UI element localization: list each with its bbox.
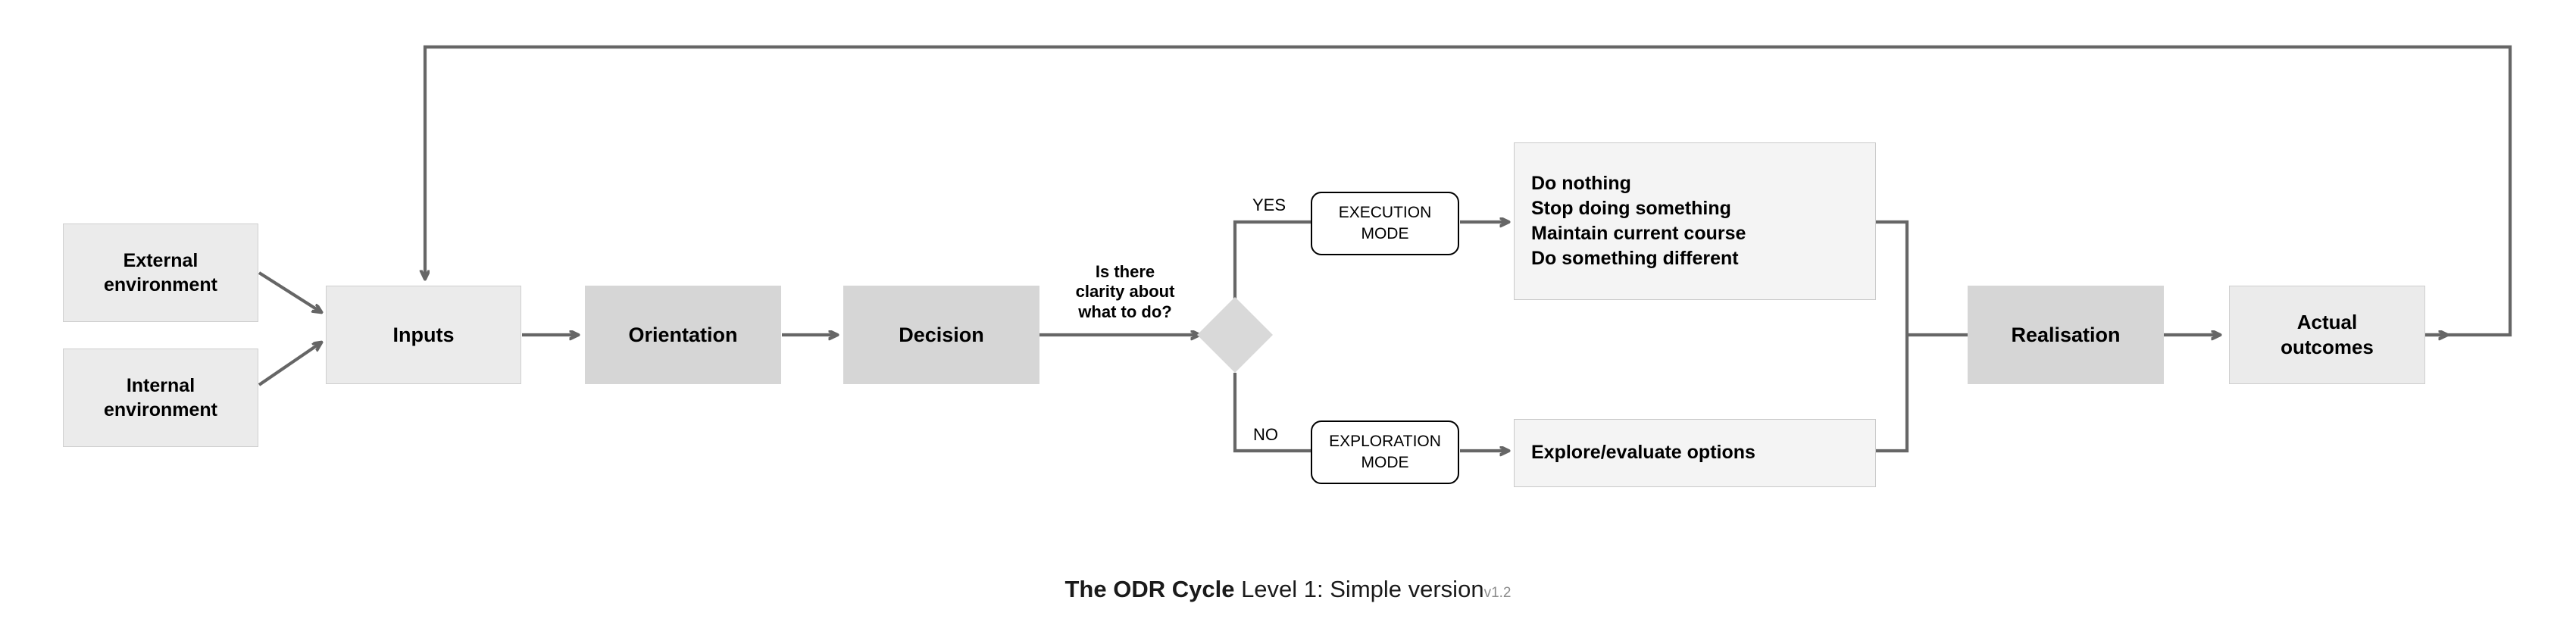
- edge-yes-branch: [1233, 220, 1311, 299]
- diagram-caption: The ODR Cycle Level 1: Simple versionv1.…: [0, 576, 2576, 603]
- node-external-environment: External environment: [63, 224, 258, 322]
- internal-environment-line1: Internal: [126, 375, 195, 396]
- execution-option-item: Do nothing: [1531, 172, 1631, 194]
- clarity-question-line1: Is there: [1095, 262, 1155, 281]
- yes-branch-label: YES: [1252, 195, 1286, 215]
- external-environment-line1: External: [123, 250, 199, 271]
- execution-mode-line2: MODE: [1361, 225, 1409, 242]
- caption-title-rest: Level 1: Simple version: [1234, 576, 1484, 602]
- exploration-mode-line2: MODE: [1361, 454, 1409, 471]
- inputs-label: Inputs: [392, 323, 455, 346]
- execution-mode-line1: EXECUTION: [1338, 203, 1432, 221]
- caption-title-bold: The ODR Cycle: [1064, 576, 1235, 602]
- no-text: NO: [1253, 425, 1278, 444]
- clarity-decision-diamond: [1197, 297, 1273, 373]
- clarity-question-label: Is there clarity about what to do?: [1053, 262, 1197, 322]
- clarity-question-line3: what to do?: [1078, 302, 1172, 321]
- actual-outcomes-line1: Actual: [2296, 310, 2358, 333]
- execution-option-item: Do something different: [1531, 248, 1739, 270]
- node-internal-environment: Internal environment: [63, 349, 258, 447]
- internal-environment-line2: environment: [103, 399, 218, 420]
- node-orientation: Orientation: [585, 286, 781, 384]
- external-environment-line2: environment: [103, 274, 218, 295]
- edge-external-to-inputs: [258, 271, 321, 312]
- clarity-question-line2: clarity about: [1075, 282, 1175, 302]
- no-branch-label: NO: [1253, 425, 1278, 445]
- node-inputs: Inputs: [326, 286, 521, 384]
- node-exploration-mode: EXPLORATION MODE: [1311, 420, 1459, 484]
- yes-text: YES: [1252, 195, 1286, 214]
- node-decision: Decision: [843, 286, 1039, 384]
- node-realisation: Realisation: [1968, 286, 2164, 384]
- node-actual-outcomes: Actual outcomes: [2229, 286, 2425, 384]
- edge-internal-to-inputs: [258, 342, 321, 386]
- explore-options-box: Explore/evaluate options: [1514, 419, 1876, 487]
- node-execution-mode: EXECUTION MODE: [1311, 192, 1459, 255]
- caption-version: v1.2: [1483, 585, 1512, 601]
- execution-option-item: Stop doing something: [1531, 197, 1731, 219]
- decision-label: Decision: [899, 323, 984, 346]
- execution-options-box: Do nothing Stop doing something Maintain…: [1514, 142, 1876, 300]
- execution-option-item: Maintain current course: [1531, 223, 1746, 244]
- actual-outcomes-line2: outcomes: [2281, 336, 2374, 358]
- realisation-label: Realisation: [2011, 323, 2121, 346]
- explore-options-label: Explore/evaluate options: [1531, 442, 1755, 464]
- exploration-mode-line1: EXPLORATION: [1329, 432, 1441, 450]
- orientation-label: Orientation: [628, 323, 738, 346]
